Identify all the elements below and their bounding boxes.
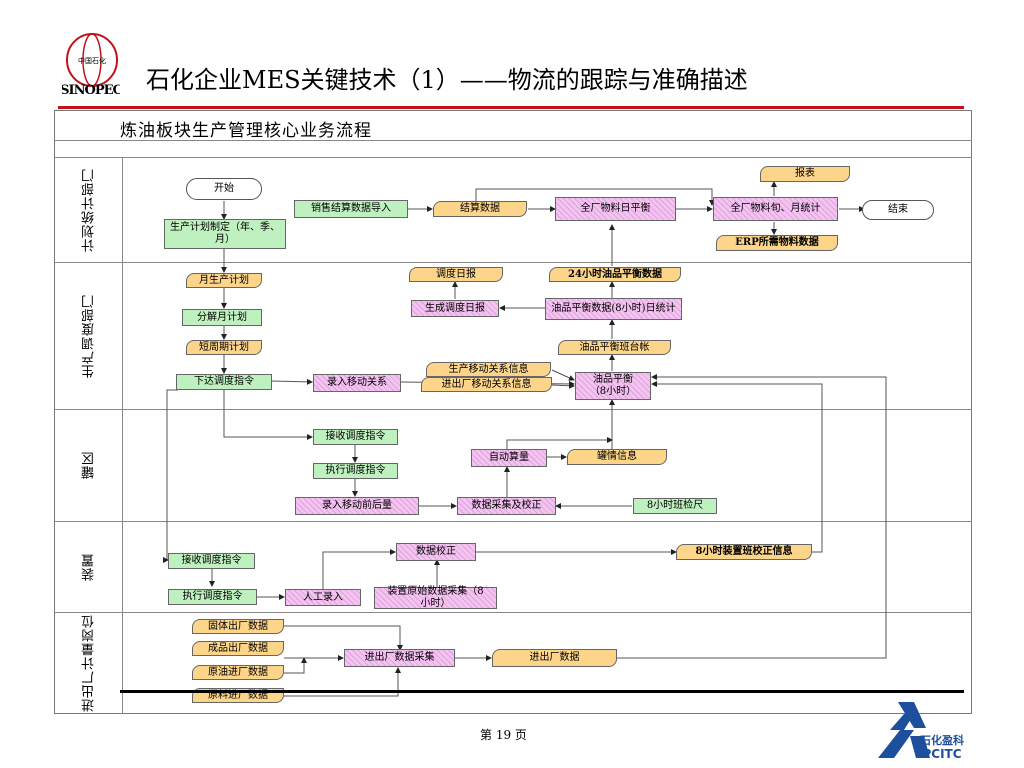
plant-stats-node[interactable]: 全厂物料旬、月统计: [713, 197, 838, 221]
sinopec-logo: 中国石化 SINOPEC: [60, 30, 124, 100]
bottom-divider: [120, 690, 964, 693]
data-collect-node[interactable]: 数据采集及校正: [457, 497, 556, 515]
data-correct-node[interactable]: 数据校正: [396, 543, 476, 561]
page-title: 石化企业MES关键技术（1）——物流的跟踪与准确描述: [146, 66, 748, 94]
unit-raw-collect-node[interactable]: 装置原始数据采集（8小时）: [374, 586, 497, 609]
sales-import-node[interactable]: 销售结算数据导入: [294, 200, 408, 218]
svg-text:中国石化: 中国石化: [78, 56, 106, 65]
end-node[interactable]: 结束: [862, 200, 934, 220]
input-before-after-node[interactable]: 录入移动前后量: [295, 497, 419, 515]
crude-in-node[interactable]: 原油进厂数据: [192, 665, 284, 680]
product-out-node[interactable]: 成品出厂数据: [192, 641, 284, 656]
page-number: 第 19 页: [480, 728, 527, 742]
daily-balance-node[interactable]: 24小时油品平衡数据: [549, 267, 681, 282]
lane-divider: [54, 521, 972, 522]
settle-data-node[interactable]: 结算数据: [433, 201, 527, 217]
manual-input-node[interactable]: 人工录入: [285, 589, 361, 606]
svg-text:PCITC: PCITC: [922, 747, 961, 761]
gen-daily-report-node[interactable]: 生成调度日报: [411, 300, 499, 317]
svg-text:石化盈科: 石化盈科: [919, 733, 964, 747]
report-node[interactable]: 报表: [760, 166, 850, 182]
erp-data-node[interactable]: ERP所需物料数据: [716, 235, 838, 251]
shift-check-node[interactable]: 8小时班检尺: [633, 498, 717, 514]
plant-balance-node[interactable]: 全厂物料日平衡: [555, 197, 676, 221]
daily-report-node[interactable]: 调度日报: [409, 267, 503, 282]
lane-divider: [54, 262, 972, 263]
split-month-plan-node[interactable]: 分解月计划: [182, 309, 262, 326]
move-info-node[interactable]: 生产移动关系信息: [426, 362, 551, 377]
inout-data-node[interactable]: 进出厂数据: [492, 649, 617, 667]
pcitc-logo: 石化盈科 PCITC: [860, 700, 970, 762]
frame-divider: [54, 140, 972, 141]
oil-ledger-node[interactable]: 油品平衡班台帐: [558, 340, 671, 355]
unit-execute-command-node[interactable]: 执行调度指令: [168, 589, 257, 605]
lane-divider: [54, 612, 972, 613]
inout-collect-node[interactable]: 进出厂数据采集: [344, 649, 455, 667]
flow-frame: [54, 110, 972, 714]
tank-execute-command-node[interactable]: 执行调度指令: [313, 463, 398, 479]
unit-shift-info-node[interactable]: 8小时装置班校正信息: [676, 544, 812, 560]
month-plan-node[interactable]: 月生产计划: [186, 273, 262, 288]
lane-column-divider: [122, 157, 123, 714]
title-divider: [58, 106, 964, 109]
inout-move-info-node[interactable]: 进出厂移动关系信息: [421, 377, 552, 392]
frame-divider: [54, 157, 972, 158]
flow-title: 炼油板块生产管理核心业务流程: [120, 121, 372, 141]
input-move-node[interactable]: 录入移动关系: [313, 374, 401, 392]
unit-receive-command-node[interactable]: 接收调度指令: [168, 553, 255, 569]
auto-calc-node[interactable]: 自动算量: [471, 449, 547, 467]
short-plan-node[interactable]: 短周期计划: [186, 340, 262, 355]
lane-divider: [54, 409, 972, 410]
oil-stats-node[interactable]: 油品平衡数据(8小时)日统计: [545, 298, 682, 320]
start-node[interactable]: 开始: [186, 178, 262, 200]
tank-info-node[interactable]: 罐情信息: [567, 449, 667, 465]
production-plan-node[interactable]: 生产计划制定（年、季、月）: [164, 219, 286, 249]
tank-receive-command-node[interactable]: 接收调度指令: [313, 429, 398, 445]
oil-balance-node[interactable]: 油品平衡（8小时）: [575, 372, 651, 400]
svg-text:SINOPEC: SINOPEC: [62, 83, 120, 98]
issue-command-node[interactable]: 下达调度指令: [176, 374, 272, 390]
solid-out-node[interactable]: 固体出厂数据: [192, 619, 284, 634]
